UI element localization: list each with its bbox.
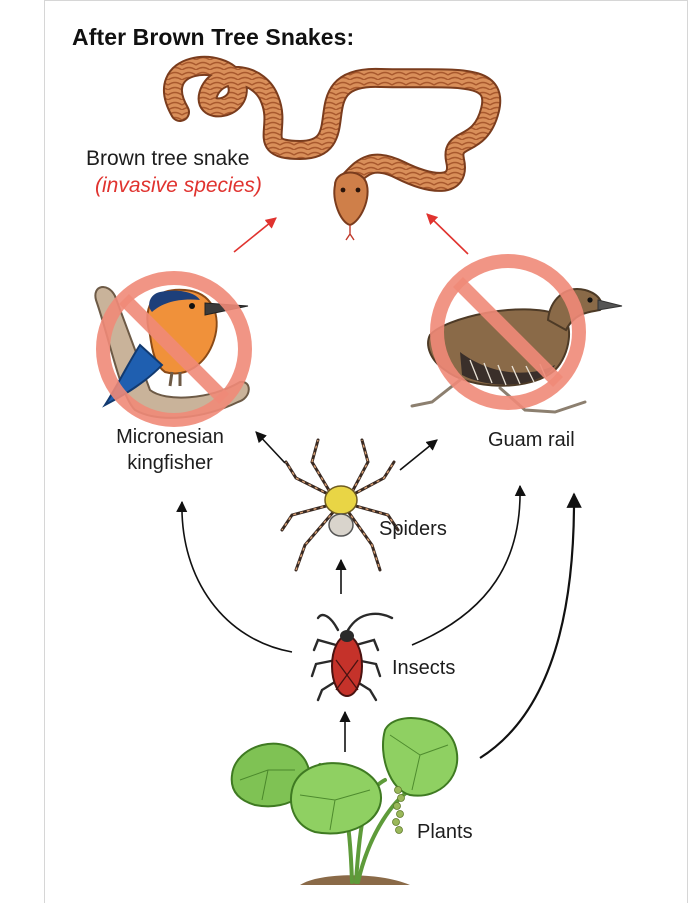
insect-illustration (312, 614, 392, 700)
arrow-rail-to-snake (427, 214, 468, 254)
guam-rail-label: Guam rail (488, 427, 575, 453)
invasive-species-label: (invasive species) (95, 173, 262, 199)
arrow-spiders-to-rail (400, 440, 437, 470)
spider-illustration (282, 440, 398, 570)
plants-label: Plants (417, 819, 473, 845)
arrow-plants-to-rail (480, 494, 574, 758)
spiders-label: Spiders (379, 516, 447, 542)
arrow-kingfisher-to-snake (234, 218, 276, 252)
insects-label: Insects (392, 655, 455, 681)
kingfisher-label-line1: Micronesian (70, 424, 270, 450)
snake-label: Brown tree snake (86, 146, 249, 172)
kingfisher-label: Micronesian kingfisher (70, 424, 270, 476)
arrow-insects-to-kingfisher (182, 502, 292, 652)
kingfisher-label-line2: kingfisher (70, 450, 270, 476)
arrow-insects-to-rail (412, 486, 520, 645)
